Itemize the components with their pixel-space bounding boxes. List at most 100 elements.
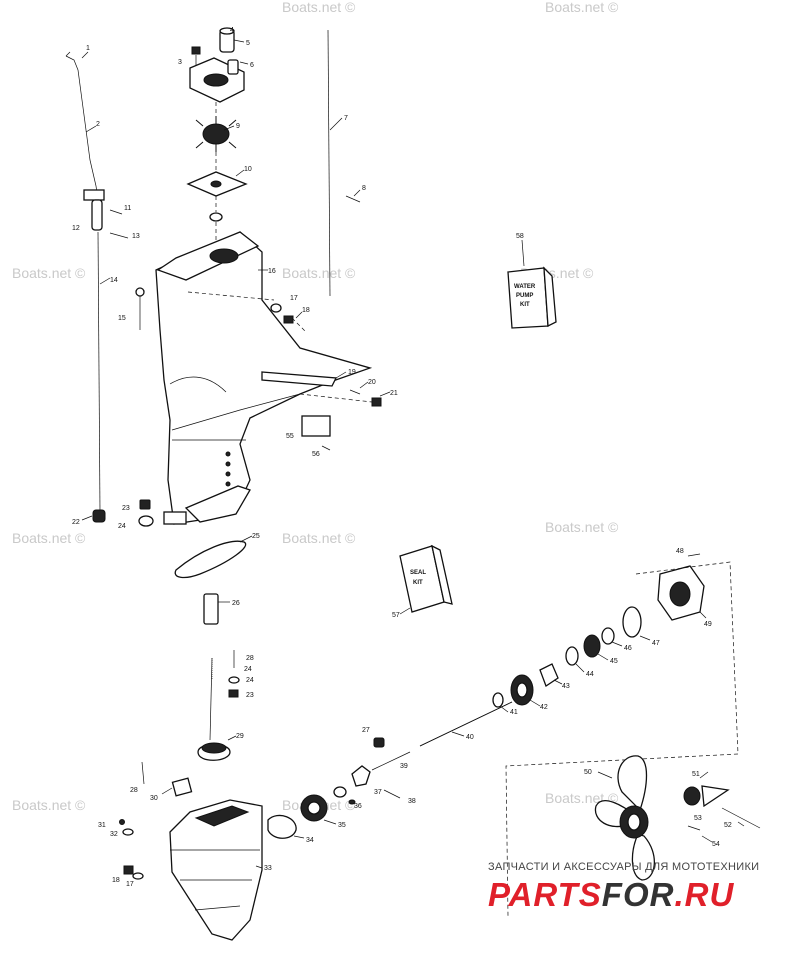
part-number: 43 xyxy=(562,683,570,690)
part-number: 16 xyxy=(268,268,276,275)
seal-kit-line1: SEAL xyxy=(410,570,426,576)
lower-gearcase xyxy=(119,761,297,941)
water-pump-kit-line1: WATER xyxy=(514,284,536,290)
shift-rod-bushing xyxy=(92,509,106,523)
seal-kit-line2: KIT xyxy=(413,580,423,586)
part-number: 53 xyxy=(694,815,702,822)
part-number: 41 xyxy=(510,709,518,716)
part-number: 4 xyxy=(230,27,234,34)
part-number: 57 xyxy=(392,612,400,619)
water-pump-kit-line3: KIT xyxy=(520,302,530,308)
footer-branding: ЗАПЧАСТИ И АКСЕССУАРЫ ДЛЯ МОТОТЕХНИКИ PA… xyxy=(488,861,759,913)
part-number: 8 xyxy=(362,185,366,192)
part-number: 32 xyxy=(110,831,118,838)
part-number: 3 xyxy=(178,59,182,66)
reverse-gear-set xyxy=(492,553,739,917)
watermark: Boats.net © xyxy=(545,519,619,535)
watermark: Boats.net © xyxy=(545,0,619,15)
stud-7 xyxy=(327,29,361,297)
part-number: 12 xyxy=(72,225,80,232)
bearing-45 xyxy=(583,634,601,658)
part-number: 11 xyxy=(124,205,131,212)
watermarks: Boats.net © Boats.net © Boats.net © Boat… xyxy=(12,0,619,813)
anode-55 xyxy=(301,415,331,437)
part-number: 19 xyxy=(348,369,356,376)
part-number: 17 xyxy=(290,295,298,302)
callouts: 1 2 3 4 5 6 7 8 9 10 11 12 13 14 15 16 1… xyxy=(72,27,745,888)
brand-parts: PARTS xyxy=(488,876,602,913)
part-number: 58 xyxy=(516,233,524,240)
shift-rod-coupler xyxy=(91,199,103,231)
part-number: 46 xyxy=(624,645,632,652)
part-number: 54 xyxy=(712,841,720,848)
part-number: 42 xyxy=(540,704,548,711)
brand-for: FOR xyxy=(602,876,675,913)
part-number: 15 xyxy=(118,315,126,322)
watermark: Boats.net © xyxy=(282,530,356,546)
part-number: 37 xyxy=(374,789,382,796)
part-number: 48 xyxy=(676,548,684,555)
part-number: 18 xyxy=(302,307,310,314)
part-number: 25 xyxy=(252,533,260,540)
o-ring-47 xyxy=(622,606,642,638)
shift-rod-assembly xyxy=(65,51,129,523)
part-number: 52 xyxy=(724,822,732,829)
part-number: 13 xyxy=(132,233,140,240)
part-number: 6 xyxy=(250,62,254,69)
propeller-assembly xyxy=(594,755,761,881)
part-number: 47 xyxy=(652,640,660,647)
part-number: 55 xyxy=(286,433,294,440)
part-number: 44 xyxy=(586,671,594,678)
propeller-blade xyxy=(617,755,648,812)
part-number: 18 xyxy=(112,877,120,884)
part-number: 56 xyxy=(312,451,320,458)
part-number: 29 xyxy=(236,733,244,740)
part-number: 20 xyxy=(368,379,376,386)
watermark: Boats.net © xyxy=(282,265,356,281)
seal-kit-box: SEAL KIT xyxy=(399,544,453,613)
gasket-25 xyxy=(174,540,247,579)
part-number: 35 xyxy=(338,822,346,829)
footer-caption: ЗАПЧАСТИ И АКСЕССУАРЫ ДЛЯ МОТОТЕХНИКИ xyxy=(488,861,759,873)
water-pump-kit-line2: PUMP xyxy=(516,293,533,299)
part-number: 27 xyxy=(362,727,370,734)
water-pump-kit-box: WATER PUMP KIT xyxy=(507,266,557,329)
part-number: 45 xyxy=(610,658,618,665)
drive-shaft-sleeve xyxy=(203,593,219,625)
part-number: 28 xyxy=(246,655,254,662)
part-number: 38 xyxy=(408,798,416,805)
gearcase-lower xyxy=(169,799,263,941)
nuts-washers xyxy=(138,499,187,527)
part-number: 49 xyxy=(704,621,712,628)
part-number: 39 xyxy=(400,763,408,770)
impeller xyxy=(195,116,237,152)
brand-suffix: .RU xyxy=(674,876,734,913)
part-number: 31 xyxy=(98,822,106,829)
part-number: 40 xyxy=(466,734,474,741)
part-number: 22 xyxy=(72,519,80,526)
part-number: 9 xyxy=(236,123,240,130)
watermark: Boats.net © xyxy=(12,265,86,281)
part-number: 36 xyxy=(354,803,362,810)
watermark: Boats.net © xyxy=(12,530,86,546)
part-number: 2 xyxy=(96,121,100,128)
part-number: 33 xyxy=(264,865,272,872)
pinion-gear-set xyxy=(300,737,411,822)
seal-ring-34 xyxy=(267,814,297,839)
shift-rod-bracket xyxy=(83,189,105,201)
part-number: 21 xyxy=(390,390,398,397)
part-number: 50 xyxy=(584,769,592,776)
part-number: 26 xyxy=(232,600,240,607)
part-number: 17 xyxy=(126,881,134,888)
part-number: 1 xyxy=(86,45,90,52)
part-number: 10 xyxy=(244,166,252,173)
brand-logo: PARTSFOR.RU xyxy=(488,876,734,913)
part-number: 24 xyxy=(118,523,126,530)
part-number: 24 xyxy=(246,677,254,684)
gearcase-housing xyxy=(135,231,382,525)
part-number: 5 xyxy=(246,40,250,47)
part-number: 34 xyxy=(306,837,314,844)
part-number: 51 xyxy=(692,771,700,778)
part-number: 30 xyxy=(150,795,158,802)
